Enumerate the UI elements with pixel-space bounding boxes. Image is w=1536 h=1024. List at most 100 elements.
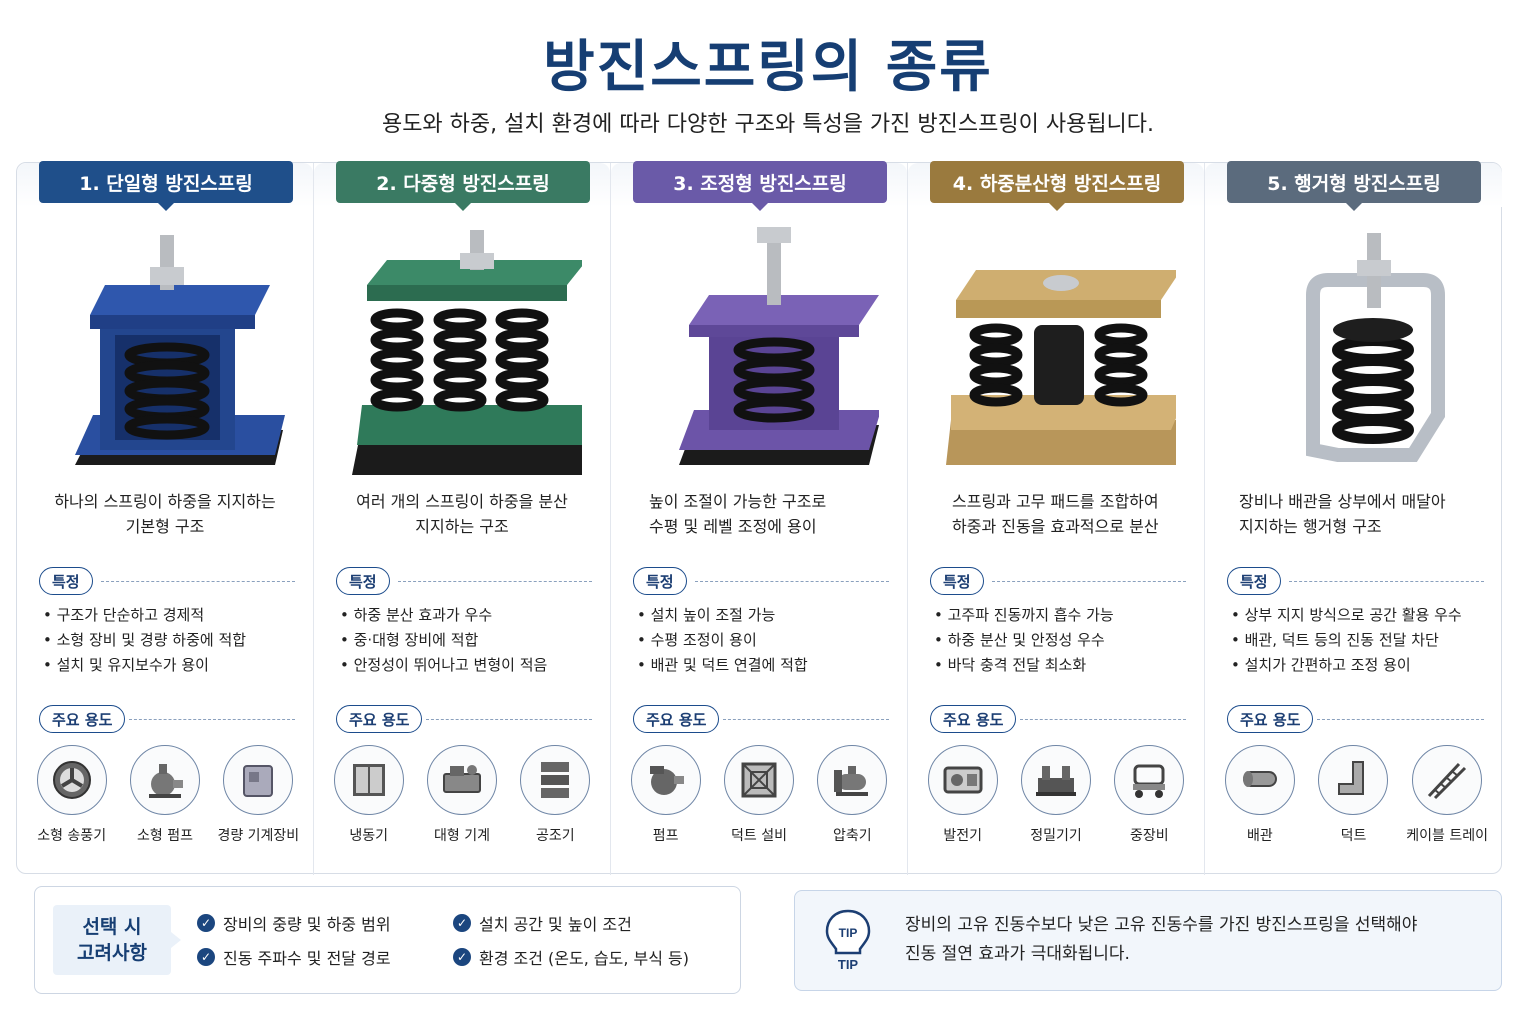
refrigerator-icon [352,764,385,796]
card-desc-line: 지지하는 구조 [415,517,509,536]
use-item: 공조기 [509,745,601,845]
selection-title-line: 고려사항 [77,942,147,964]
feature-item: 구조가 단순하고 경제적 [43,603,246,628]
use-item: 펌프 [620,745,712,845]
use-item: 경량 기계장비 [212,745,304,845]
use-label: 경량 기계장비 [217,828,300,844]
tip-caption: TIP [838,957,859,972]
large-machine-icon [442,765,481,793]
feature-item: 배관 및 덕트 연결에 적합 [637,653,808,678]
generator-icon [943,766,983,794]
compressor-icon [834,766,869,796]
feature-item: 안정성이 뛰어나고 변형이 적음 [340,653,548,678]
use-item: 배관 [1214,745,1306,845]
card-title: 4. 하중분산형 방진스프링 [930,161,1184,211]
use-item: 덕트 설비 [713,745,805,845]
use-label: 정밀기기 [1030,828,1082,844]
feature-item: 하중 분산 효과가 우수 [340,603,547,628]
use-item: 소형 펌프 [119,745,211,845]
card-desc-line: 하중과 진동을 효과적으로 분산 [952,517,1159,536]
use-item: 발전기 [917,745,1009,845]
card-load-distribution-spring: 4. 하중분산형 방진스프링 스프링과 고무 패드를 조합하여 하중과 진동을 … [908,161,1205,875]
consideration-item: ✓ 진동 주파수 및 전달 경로 [197,945,391,969]
use-label: 케이블 트레이 [1406,828,1488,844]
feature-item: 설치 및 유지보수가 용이 [43,653,246,678]
usage-pill: 주요 용도 [39,705,126,733]
use-label: 펌프 [652,828,679,844]
selection-title: 선택 시 고려사항 [53,905,181,975]
use-label: 압축기 [832,828,872,844]
usage-pill: 주요 용도 [633,705,720,733]
card-title: 1. 단일형 방진스프링 [39,161,293,211]
use-item: 케이블 트레이 [1401,745,1493,845]
card-single-spring: 1. 단일형 방진스프링 하나의 스프링이 하중을 지지하는 기본형 구조 특정… [17,161,314,875]
use-label: 덕트 [1340,828,1367,844]
check-icon: ✓ [197,948,215,966]
use-label: 발전기 [943,828,982,844]
card-desc-line: 여러 개의 스프링이 하중을 분산 [356,492,568,511]
tip-badge: TIP [839,926,858,940]
consideration-item: ✓ 장비의 중량 및 하중 범위 [197,911,391,935]
feature-item: 바닥 충격 전달 최소화 [934,653,1114,678]
feature-item: 설치가 간편하고 조정 용이 [1231,653,1462,678]
feature-item: 수평 조정이 용이 [637,628,808,653]
pipe-icon [1242,771,1277,787]
selection-considerations: 선택 시 고려사항 ✓ 장비의 중량 및 하중 범위 ✓ 설치 공간 및 높이 … [34,886,741,994]
heavy-equipment-icon [1133,764,1166,798]
page-subtitle: 용도와 하중, 설치 환경에 따라 다양한 구조와 특성을 가진 방진스프링이 … [381,112,1155,137]
spring-types-panel: 1. 단일형 방진스프링 하나의 스프링이 하중을 지지하는 기본형 구조 특정… [16,161,1502,875]
card-desc-line: 기본형 구조 [125,517,205,536]
use-label: 대형 기계 [433,828,490,844]
use-label: 소형 송풍기 [37,828,107,844]
card-desc-line: 지지하는 행거형 구조 [1239,517,1382,536]
card-hanger-spring: 5. 행거형 방진스프링 장비나 배관을 상부에서 매달아 지지하는 행거형 구… [1205,161,1502,875]
hanger-spring-mount-image [1306,233,1445,462]
card-desc-line: 스프링과 고무 패드를 조합하여 [952,492,1159,511]
cable-tray-icon [1428,762,1467,800]
use-item: 소형 송풍기 [26,745,118,845]
fan-icon [52,761,91,799]
tip-text-line: 진동 절연 효과가 극대화됩니다. [905,944,1130,964]
feature-item: 고주파 진동까지 흡수 가능 [934,603,1114,628]
use-item: 중장비 [1103,745,1195,845]
card-multi-spring: 2. 다중형 방진스프링 여러 개의 스프링이 하중을 분산 지지하는 구조 특… [314,161,611,875]
card-desc-line: 높이 조절이 가능한 구조로 [649,492,827,511]
card-desc-line: 하나의 스프링이 하중을 지지하는 [54,492,276,511]
lightbulb-tip-icon: TIP TIP [825,909,871,972]
feature-item: 설치 높이 조절 가능 [637,603,808,628]
air-handler-icon [541,762,570,798]
consideration-text: 장비의 중량 및 하중 범위 [223,915,391,934]
check-icon: ✓ [453,948,471,966]
duct-elbow-icon [1338,761,1365,795]
check-icon: ✓ [197,914,215,932]
card-title: 2. 다중형 방진스프링 [336,161,590,211]
feature-pill: 특정 [1227,567,1281,595]
card-title: 5. 행거형 방진스프링 [1227,161,1481,211]
consideration-text: 진동 주파수 및 전달 경로 [223,949,391,968]
feature-pill: 특정 [633,567,687,595]
feature-pill: 특정 [39,567,93,595]
card-desc-line: 수평 및 레벨 조정에 용이 [649,517,817,536]
load-distribution-spring-mount-image [946,270,1176,465]
pump-icon [649,766,684,795]
use-item: 정밀기기 [1010,745,1102,845]
feature-item: 하중 분산 및 안정성 우수 [934,628,1114,653]
use-label: 덕트 설비 [730,828,787,844]
feature-item: 상부 지지 방식으로 공간 활용 우수 [1231,603,1462,628]
use-item: 대형 기계 [416,745,508,845]
duct-icon [741,762,777,798]
card-adjustable-spring: 3. 조정형 방진스프링 높이 조절이 가능한 구조로 수평 및 레벨 조정에 … [611,161,908,875]
consideration-text: 환경 조건 (온도, 습도, 부식 등) [479,949,690,968]
single-spring-mount-image [75,235,285,465]
consideration-text: 설치 공간 및 높이 조건 [479,915,632,934]
use-label: 소형 펌프 [136,828,193,844]
page-title: 방진스프링의 종류 [543,35,993,100]
feature-item: 소형 장비 및 경량 하중에 적합 [43,628,246,653]
use-item: 냉동기 [323,745,415,845]
use-item: 압축기 [806,745,898,845]
use-label: 중장비 [1129,828,1169,844]
precision-machine-icon [1035,766,1076,796]
usage-pill: 주요 용도 [930,705,1017,733]
usage-pill: 주요 용도 [336,705,423,733]
use-label: 배관 [1246,828,1273,844]
